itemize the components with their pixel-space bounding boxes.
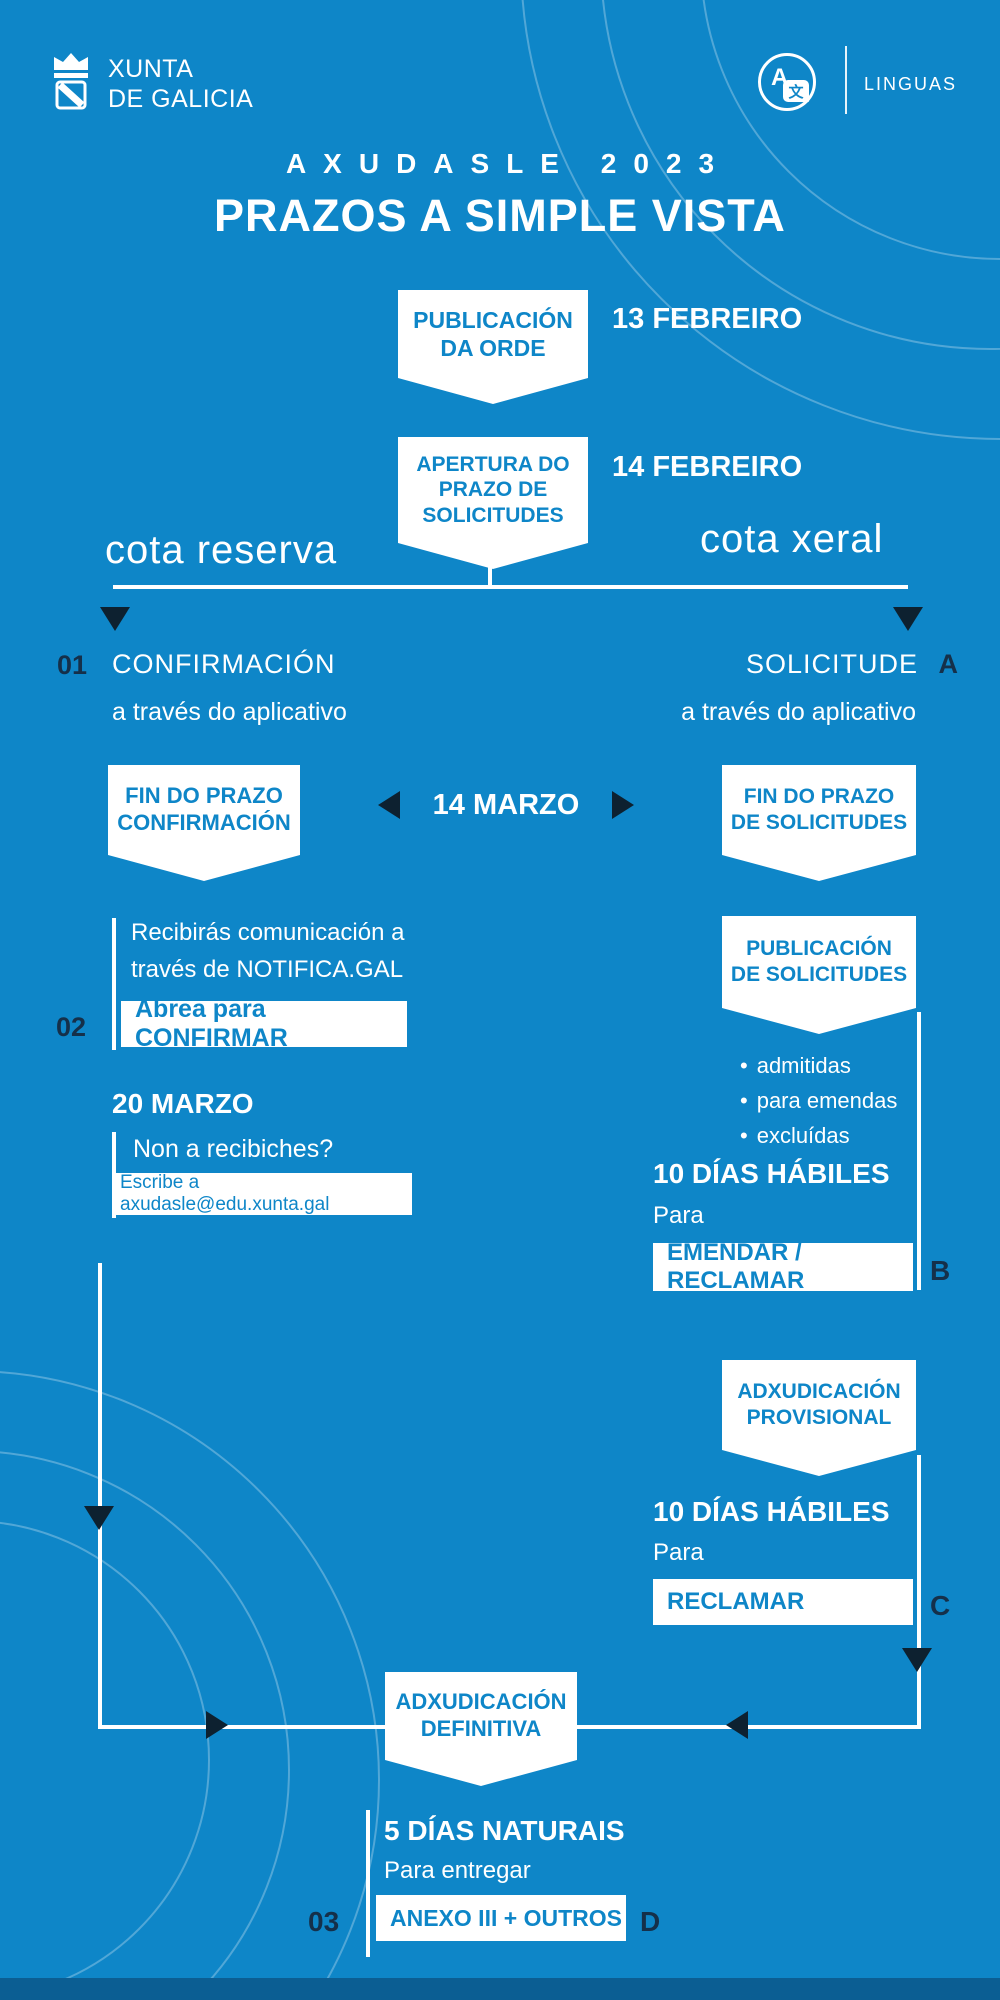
connector-line xyxy=(98,1263,102,1729)
date-14-marzo: 14 MARZO xyxy=(432,789,580,821)
linguas-icon[interactable]: A 文 xyxy=(758,53,816,111)
step-title-confirmacion: CONFIRMACIÓN xyxy=(112,649,336,679)
badge-line: ADXUDICACIÓN xyxy=(395,1689,567,1715)
header-divider xyxy=(845,46,847,114)
badge-apertura-prazo: APERTURA DO PRAZO DE SOLICITUDES xyxy=(398,437,588,569)
notice-text: Recibirás comunicación a xyxy=(131,919,405,946)
step-subtitle: a través do aplicativo xyxy=(112,698,347,726)
connector-line xyxy=(488,566,492,589)
badge-line: SOLICITUDES xyxy=(422,503,564,527)
step-letter-b: B xyxy=(930,1255,951,1286)
step-subtitle: a través do aplicativo xyxy=(681,698,916,726)
kicker-title: AXUDASLE 2023 xyxy=(285,148,732,179)
badge-line: ADXUDICACIÓN xyxy=(737,1380,901,1404)
linguas-icon-glyph: 文 xyxy=(788,83,804,101)
brand-name: XUNTA DE GALICIA xyxy=(108,54,253,114)
arrow-left-icon xyxy=(726,1711,748,1739)
badge-line: DA ORDE xyxy=(440,335,546,361)
badge-line: PRAZO DE xyxy=(438,478,548,502)
connector-line xyxy=(98,1725,387,1729)
badge-line: CONFIRMACIÓN xyxy=(117,810,291,835)
connector-line xyxy=(575,1725,921,1729)
page-title: PRAZOS A SIMPLE VISTA xyxy=(214,190,786,241)
connector-line xyxy=(113,585,908,589)
arrow-down-icon xyxy=(902,1648,932,1672)
connector-line xyxy=(366,1810,370,1957)
branch-label-cota-xeral: cota xeral xyxy=(700,517,884,561)
arrow-left-icon xyxy=(378,791,400,819)
email-action-box: Escribe a axudasle@edu.xunta.gal xyxy=(112,1172,412,1215)
linguas-label[interactable]: LINGUAS xyxy=(864,74,958,94)
xunta-crest-icon xyxy=(54,53,88,110)
date-13-febreiro: 13 FEBREIRO xyxy=(612,303,803,335)
branch-label-cota-reserva: cota reserva xyxy=(105,528,338,572)
xunta-logo[interactable]: XUNTA DE GALICIA xyxy=(48,50,253,114)
connector-line xyxy=(917,1455,921,1729)
badge-line: DE SOLICITUDES xyxy=(730,811,908,834)
badge-line: FIN DO PRAZO xyxy=(743,785,895,809)
badge-line: FIN DO PRAZO xyxy=(125,783,283,809)
bullet-item: excluídas xyxy=(740,1118,897,1153)
anexo-box: ANEXO III + OUTROS xyxy=(376,1895,626,1941)
translate-bubble-icon: 文 xyxy=(783,80,809,102)
step-number-03: 03 xyxy=(308,1906,340,1937)
footer-bar xyxy=(0,1978,1000,2000)
badge-publicacion-solicitudes: PUBLICACIÓN DE SOLICITUDES xyxy=(722,916,916,1034)
confirm-action-box: Ábrea para CONFIRMAR xyxy=(121,995,407,1052)
bullet-item: para emendas xyxy=(740,1083,898,1118)
date-20-marzo: 20 MARZO xyxy=(112,1088,254,1119)
step-number-02: 02 xyxy=(56,1012,87,1042)
para-text: Para xyxy=(653,1202,704,1229)
brand-line-1: XUNTA xyxy=(108,55,194,83)
solicitudes-bullet-list: admitidas para emendas excluídas xyxy=(740,1048,898,1153)
badge-line: PROVISIONAL xyxy=(746,1406,892,1429)
arrow-right-icon xyxy=(612,791,634,819)
badge-fin-prazo-confirmacion: FIN DO PRAZO CONFIRMACIÓN xyxy=(108,765,300,881)
para-text: Para entregar xyxy=(384,1857,531,1884)
reclamar-box: RECLAMAR xyxy=(653,1579,913,1625)
bullet-item: admitidas xyxy=(740,1048,897,1083)
period-text: 10 DÍAS HÁBILES xyxy=(653,1158,890,1189)
period-text: 5 DÍAS NATURAIS xyxy=(384,1815,625,1846)
brand-line-2: DE GALICIA xyxy=(108,85,254,113)
period-text: 10 DÍAS HÁBILES xyxy=(653,1496,890,1527)
badge-line: PUBLICACIÓN xyxy=(413,306,573,333)
step-title-solicitude: SOLICITUDE xyxy=(745,649,918,679)
badge-publicacion-da-orde: PUBLICACIÓN DA ORDE xyxy=(398,290,588,404)
badge-line: DEFINITIVA xyxy=(420,1716,542,1741)
arrow-down-icon xyxy=(100,607,130,631)
badge-adxudicacion-provisional: ADXUDICACIÓN PROVISIONAL xyxy=(722,1360,916,1476)
badge-adxudicacion-definitiva: ADXUDICACIÓN DEFINITIVA xyxy=(385,1672,577,1786)
question-text: Non a recibiches? xyxy=(133,1135,334,1163)
date-14-febreiro: 14 FEBREIRO xyxy=(612,451,803,483)
step-letter-c: C xyxy=(930,1590,951,1621)
badge-line: PUBLICACIÓN xyxy=(746,937,892,961)
notice-text: través de NOTIFICA.GAL xyxy=(131,956,404,983)
connector-line xyxy=(112,918,116,1050)
step-letter-d: D xyxy=(640,1906,661,1937)
para-text: Para xyxy=(653,1539,704,1566)
badge-line: APERTURA DO xyxy=(416,452,570,476)
arrow-right-icon xyxy=(206,1711,228,1739)
step-letter-a: A xyxy=(938,649,959,679)
step-number-01: 01 xyxy=(57,650,88,680)
badge-line: DE SOLICITUDES xyxy=(730,963,908,986)
emendar-reclamar-box: EMENDAR / RECLAMAR xyxy=(653,1239,913,1294)
connector-line xyxy=(917,1012,921,1290)
arrow-down-icon xyxy=(84,1506,114,1530)
badge-fin-prazo-solicitudes: FIN DO PRAZO DE SOLICITUDES xyxy=(722,765,916,881)
arrow-down-icon xyxy=(893,607,923,631)
